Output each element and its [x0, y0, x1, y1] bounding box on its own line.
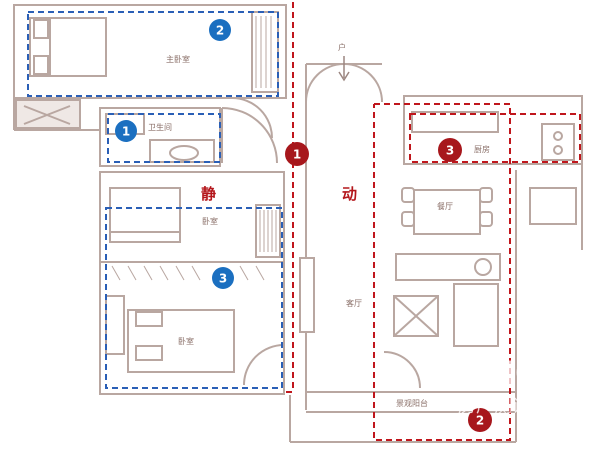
- badge-blue-1: 1: [115, 120, 137, 142]
- svg-text:3: 3: [446, 144, 454, 158]
- door-arc-bedroom: [243, 344, 285, 386]
- room-label-entrance: 户: [338, 42, 346, 52]
- active-zone-2-outline: [373, 103, 511, 441]
- room-label-bathroom: 卫生间: [148, 122, 172, 132]
- room-label-dining: 餐厅: [437, 202, 453, 211]
- entrance-arrow-icon: [338, 56, 350, 82]
- badge-blue-2: 2: [209, 19, 231, 41]
- door-arc-master: [231, 97, 273, 139]
- master-bedroom-walls: [13, 4, 287, 99]
- room-label-kitchen: 厨房: [474, 144, 490, 154]
- quiet-zone-3-outline: [105, 207, 283, 389]
- svg-text:2: 2: [216, 24, 224, 38]
- room-label-balcony: 景观阳台: [396, 398, 428, 408]
- room-label-bedroom-lower: 卧室: [178, 336, 194, 346]
- kitchen-walls: [403, 95, 583, 165]
- fridge-alcove: [529, 187, 577, 225]
- active-zone-outlines: [286, 2, 581, 441]
- dining-table: [413, 189, 481, 235]
- sofa: [453, 283, 499, 347]
- room-labels: 主卧室 卫生间 卧室 卧室 户 餐厅 客厅 厨房 景观阳台: [148, 42, 490, 408]
- badge-blue-3: 3: [212, 267, 234, 289]
- svg-text:2: 2: [476, 414, 484, 428]
- badge-red-3: 3: [438, 138, 462, 162]
- door-arc-balcony: [383, 351, 421, 389]
- door-arc-bathroom: [221, 107, 278, 164]
- room-label-master-bedroom: 主卧室: [166, 54, 190, 64]
- quiet-zone-label: 静: [201, 185, 216, 203]
- tv-cabinet: [299, 257, 315, 333]
- watermark-logo: CRIC 房产测评: [455, 354, 539, 417]
- watermark-brand: CRIC: [455, 354, 539, 392]
- watermark-subtitle: 房产测评: [458, 396, 530, 417]
- quiet-zone-1-outline: [107, 113, 221, 163]
- badge-red-2: 2: [468, 408, 492, 432]
- quiet-zone-outlines: [27, 11, 283, 389]
- active-zone-3-outline: [409, 113, 581, 163]
- svg-text:3: 3: [219, 272, 227, 286]
- svg-text:1: 1: [122, 125, 130, 139]
- room-label-bedroom-upper: 卧室: [202, 216, 218, 226]
- quiet-zone-2-outline: [27, 11, 279, 97]
- room-label-living: 客厅: [346, 298, 362, 308]
- svg-text:1: 1: [293, 148, 301, 162]
- active-zone-label: 动: [342, 185, 357, 203]
- badge-red-1: 1: [285, 142, 309, 166]
